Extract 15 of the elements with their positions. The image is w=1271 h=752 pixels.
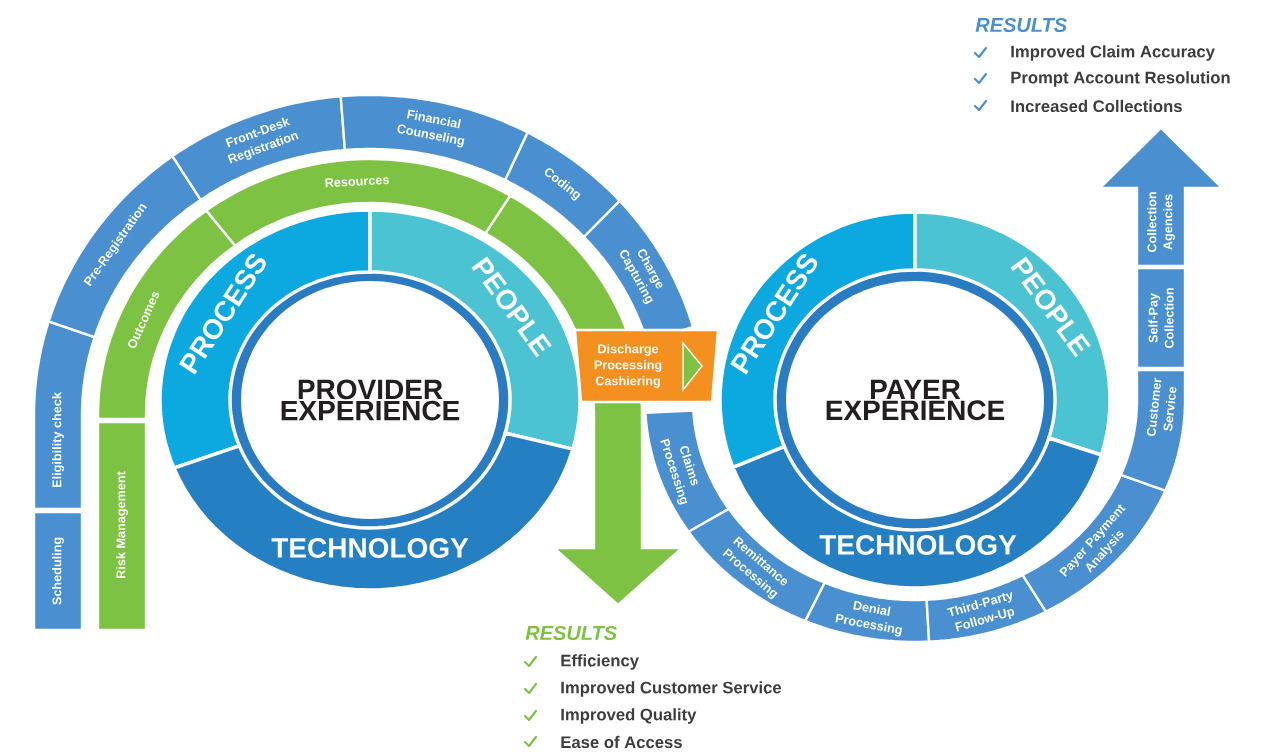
result-item: Increased Collections (1011, 99, 1182, 113)
results-heading: RESULTS (975, 17, 1067, 33)
band-segment: Scheduling (32, 510, 84, 632)
result-item: Efficiency (561, 654, 639, 670)
result-item: Improved Customer Service (561, 681, 782, 697)
result-item: Prompt Account Resolution (1011, 71, 1230, 87)
result-item: Improved Quality (561, 708, 697, 724)
result-item: Ease of Access (561, 735, 682, 749)
band-segment: Self-Pay Collection (1135, 266, 1187, 370)
band-segment: Eligibility check (32, 319, 97, 511)
result-item: Improved Claim Accuracy (1011, 45, 1215, 61)
band-segment: Risk Management (96, 420, 148, 632)
step-box: Discharge Processing Cashiering (573, 328, 720, 404)
results-heading: RESULTS (525, 625, 617, 641)
arrow-segment: Collection Agencies (1097, 126, 1225, 268)
